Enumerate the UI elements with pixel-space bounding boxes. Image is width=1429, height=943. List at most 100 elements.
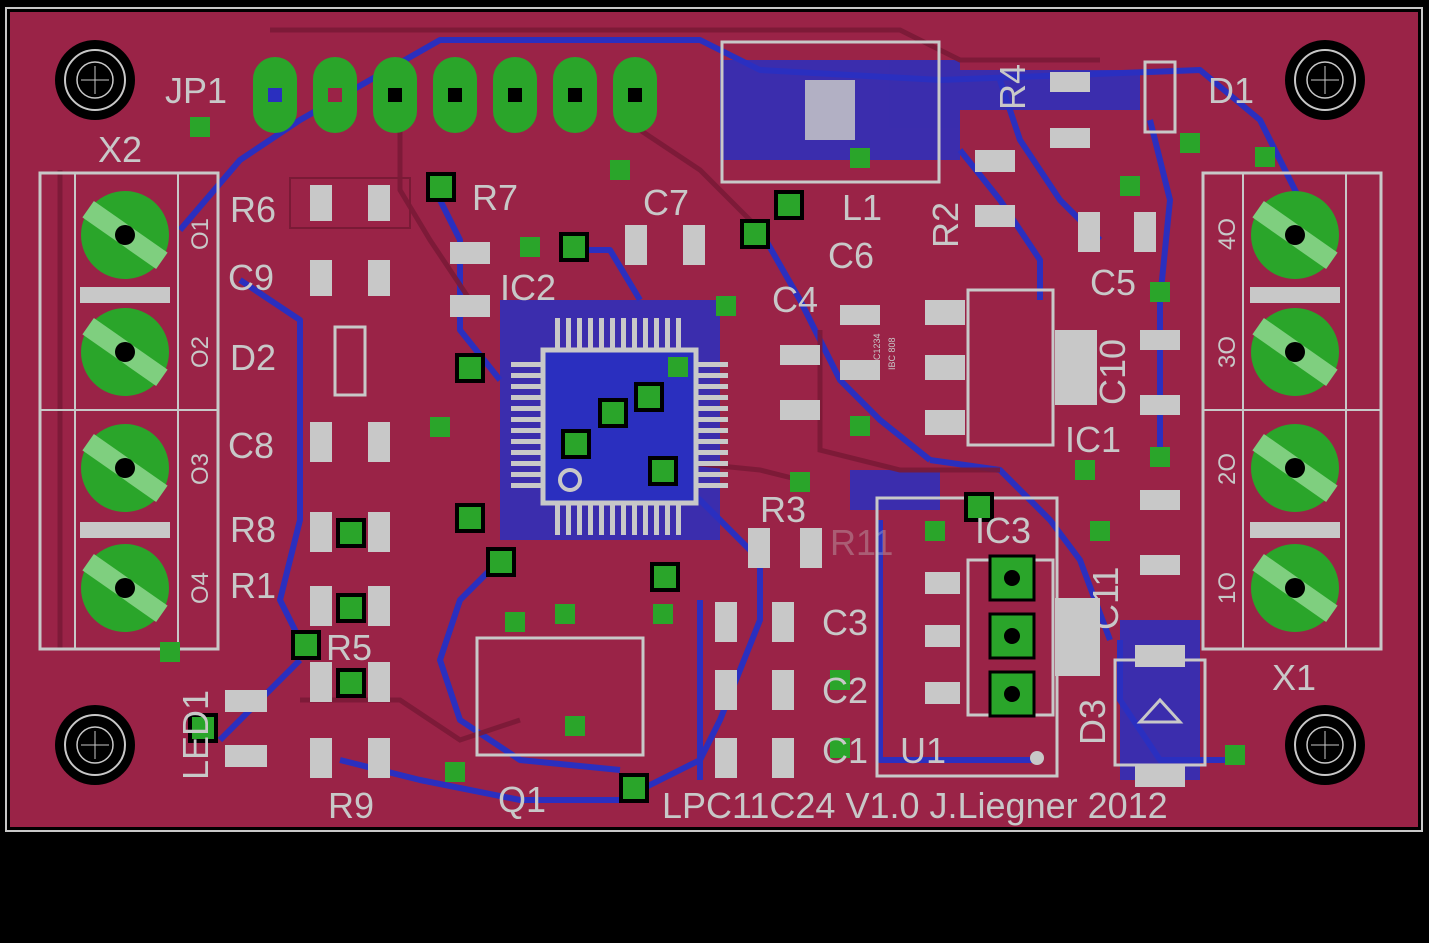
- connector-x2: [38, 171, 220, 651]
- c8-footprint[interactable]: [310, 422, 390, 462]
- d2-footprint[interactable]: [333, 325, 367, 397]
- connector-x1: [1201, 171, 1383, 651]
- label-r2: R2: [925, 202, 966, 248]
- label-c5: C5: [1090, 262, 1136, 303]
- label-d2: D2: [230, 337, 276, 378]
- r4-footprint[interactable]: [1050, 72, 1090, 148]
- label-r11: R11: [830, 522, 893, 563]
- jp1-pin-6[interactable]: [553, 57, 597, 133]
- ic3-pin-1[interactable]: [988, 554, 1036, 602]
- x1-pin-label-1: 1O: [1214, 572, 1241, 604]
- r10-footprint[interactable]: [1140, 490, 1180, 575]
- label-r1: R1: [230, 565, 276, 606]
- label-x2: X2: [98, 129, 142, 170]
- x1-terminal-2[interactable]: [1251, 424, 1339, 512]
- x1-pin-label-2: 2O: [1214, 453, 1241, 485]
- r1-footprint[interactable]: [310, 586, 390, 626]
- x1-terminal-3[interactable]: [1251, 308, 1339, 396]
- label-c10: C10: [1092, 339, 1133, 405]
- label-c2: C2: [822, 670, 868, 711]
- mounting-hole-bottom-left: [55, 705, 135, 785]
- x2-terminal-4[interactable]: [81, 544, 169, 632]
- label-d1: D1: [1208, 70, 1254, 111]
- c10-footprint[interactable]: [1140, 330, 1180, 415]
- x2-terminal-3[interactable]: [81, 424, 169, 512]
- d3-footprint[interactable]: [1113, 645, 1207, 787]
- chip-marking-2: ABC1234: [872, 333, 882, 372]
- label-l1: L1: [842, 187, 882, 228]
- label-r6: R6: [230, 189, 276, 230]
- label-ic3: IC3: [975, 510, 1031, 551]
- jp1-pin-7[interactable]: [613, 57, 657, 133]
- c6-footprint[interactable]: [840, 305, 880, 380]
- jp1-pin-3[interactable]: [373, 57, 417, 133]
- smd-components: [289, 72, 1180, 778]
- ic3-pin-2[interactable]: [988, 612, 1036, 660]
- r8-footprint[interactable]: [310, 512, 390, 552]
- x2-pin-label-2: O2: [187, 336, 214, 368]
- x2-pin-label-3: O3: [187, 453, 214, 485]
- chip-marking-1: IBC 808: [887, 337, 897, 370]
- r3-footprint[interactable]: [748, 528, 822, 568]
- c2-footprint[interactable]: [715, 670, 794, 710]
- label-d3: D3: [1072, 699, 1113, 745]
- label-r4: R4: [992, 64, 1033, 110]
- r5-footprint[interactable]: [310, 662, 390, 702]
- mounting-hole-top-left: [55, 40, 135, 120]
- top-traces: [57, 27, 1100, 743]
- x1-terminal-1[interactable]: [1251, 544, 1339, 632]
- board-title: LPC11C24 V1.0 J.Liegner 2012: [662, 785, 1168, 826]
- mounting-hole-top-right: [1285, 40, 1365, 120]
- silkscreen-labels: JP1 X2 R6 C9 D2 C8 R8 R1 R5 R9 LED1 R7 I…: [98, 64, 1316, 826]
- led1-footprint[interactable]: [225, 690, 267, 767]
- x2-terminal-1[interactable]: [81, 191, 169, 279]
- c9-footprint[interactable]: [310, 260, 390, 296]
- r2-footprint[interactable]: [975, 150, 1015, 227]
- c1-footprint[interactable]: [715, 738, 794, 778]
- label-r5: R5: [326, 627, 372, 668]
- d1-footprint[interactable]: [1143, 60, 1177, 134]
- ic1-footprint[interactable]: [925, 288, 1097, 447]
- label-ic2: IC2: [500, 267, 556, 308]
- jp1-pin-4[interactable]: [433, 57, 477, 133]
- label-c8: C8: [228, 425, 274, 466]
- c4-footprint[interactable]: [780, 345, 820, 420]
- label-c4: C4: [772, 279, 818, 320]
- x2-pin-label-1: O1: [187, 218, 214, 250]
- label-r8: R8: [230, 509, 276, 550]
- label-c1: C1: [822, 730, 868, 771]
- mounting-holes: [55, 40, 1365, 785]
- r7-footprint[interactable]: [450, 242, 490, 317]
- pin-labels: O1 O2 O3 O4 4O 3O 2O 1O: [187, 218, 1241, 604]
- c3-footprint[interactable]: [715, 602, 794, 642]
- chip-marking: IBC 808 ABC1234: [872, 333, 897, 372]
- x1-pin-label-3: 3O: [1214, 336, 1241, 368]
- label-led1: LED1: [175, 690, 216, 780]
- label-c7: C7: [643, 182, 689, 223]
- ic3-pin-3[interactable]: [988, 670, 1036, 718]
- jp1-pin-1[interactable]: [253, 57, 297, 133]
- x1-terminal-4[interactable]: [1251, 191, 1339, 279]
- label-ic1: IC1: [1065, 419, 1121, 460]
- jp1-pin-5[interactable]: [493, 57, 537, 133]
- q1-footprint[interactable]: [475, 636, 645, 757]
- vias: [160, 117, 1275, 803]
- c5-footprint[interactable]: [1078, 212, 1156, 252]
- jp1-pin-2[interactable]: [313, 57, 357, 133]
- label-jp1: JP1: [165, 70, 227, 111]
- r6-footprint[interactable]: [289, 177, 411, 229]
- label-x1: X1: [1272, 657, 1316, 698]
- label-q1: Q1: [498, 779, 546, 820]
- u1-footprint: [875, 496, 1100, 778]
- x2-terminal-2[interactable]: [81, 308, 169, 396]
- l1-footprint[interactable]: [720, 40, 941, 184]
- r9-footprint[interactable]: [310, 738, 390, 778]
- label-c6: C6: [828, 235, 874, 276]
- label-c3: C3: [822, 602, 868, 643]
- c7-footprint[interactable]: [625, 225, 705, 265]
- label-u1: U1: [900, 730, 946, 771]
- label-c11: C11: [1085, 567, 1126, 630]
- board-outline: [5, 7, 1423, 832]
- mounting-hole-bottom-right: [1285, 705, 1365, 785]
- label-r7: R7: [472, 177, 518, 218]
